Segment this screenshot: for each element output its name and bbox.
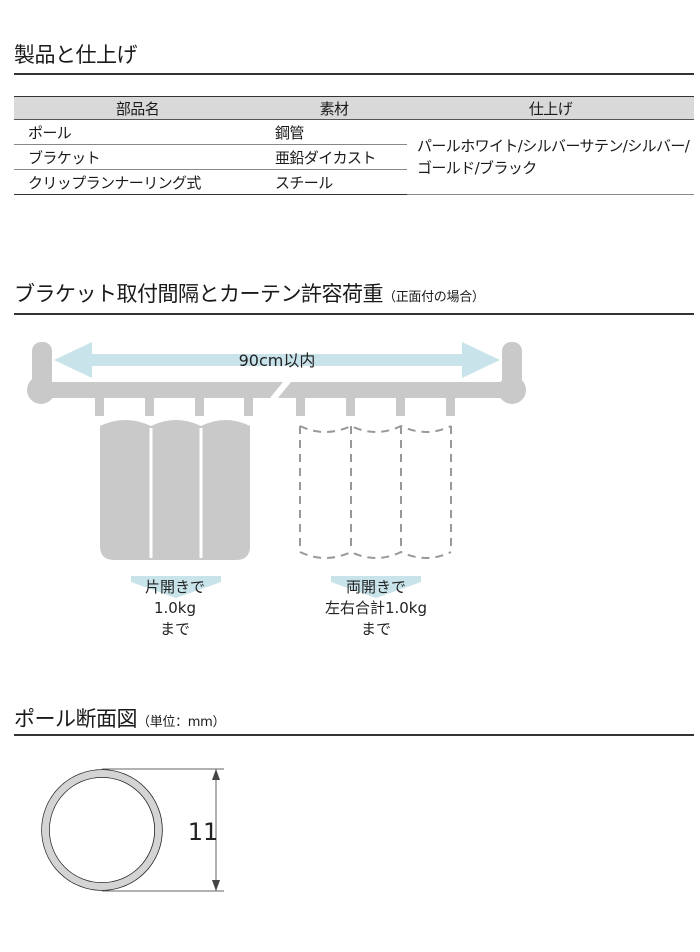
cell-finish: パールホワイト/シルバーサテン/シルバー/ゴールド/ブラック <box>407 119 694 195</box>
table-row: ブラケット 亜鉛ダイカスト <box>14 144 694 170</box>
diameter-value: 11 <box>188 818 219 846</box>
section-divider-2 <box>14 313 694 315</box>
table-row: クリップランナーリング式 スチール <box>14 169 694 195</box>
ring-hook <box>195 398 204 416</box>
pole-inner-circle <box>48 776 156 884</box>
spec-table-header: 部品名 素材 仕上げ <box>14 96 694 120</box>
section-title-products-text: 製品と仕上げ <box>14 43 138 67</box>
cell-material: 亜鉛ダイカスト <box>261 144 407 170</box>
pole-cross-section: 11 <box>41 768 224 892</box>
section-divider-1 <box>14 73 694 75</box>
ring-hook <box>346 398 355 416</box>
section-subtitle-cross-section: （単位：mm） <box>137 715 226 730</box>
section-subtitle-bracket: （正面付の場合） <box>383 290 485 305</box>
ring-hook <box>244 398 253 416</box>
cell-part: ポール <box>14 119 261 145</box>
cell-part: クリップランナーリング式 <box>14 169 261 195</box>
bracket-diagram: 90cm以内 片開きで 1.0kg まで 両開きで 左右合計1.0kg まで <box>27 342 526 638</box>
ring-hook <box>296 398 305 416</box>
right-caption-line3: まで <box>361 620 391 638</box>
left-down-arrow <box>131 576 221 598</box>
cell-material: 鋼管 <box>261 119 407 145</box>
ring-hook <box>446 398 455 416</box>
header-material: 素材 <box>261 96 407 120</box>
ring-hook <box>95 398 104 416</box>
dimension-arrow-top <box>212 769 220 780</box>
header-part: 部品名 <box>14 96 261 120</box>
header-finish: 仕上げ <box>407 96 694 120</box>
section-title-cross-section-text: ポール断面図 <box>14 707 138 731</box>
section-title-bracket-text: ブラケット取付間隔とカーテン許容荷重 <box>14 282 384 306</box>
section-title-cross-section: ポール断面図（単位：mm） <box>14 706 226 736</box>
cell-part: ブラケット <box>14 144 261 170</box>
section-title-bracket: ブラケット取付間隔とカーテン許容荷重（正面付の場合） <box>14 281 485 311</box>
right-curtain <box>299 424 452 559</box>
right-caption-line2: 左右合計1.0kg <box>325 599 427 617</box>
ring-hook <box>396 398 405 416</box>
left-caption-line2: 1.0kg <box>154 599 196 617</box>
right-down-arrow <box>331 576 421 598</box>
pole-wall <box>41 770 162 890</box>
left-curtain <box>100 420 250 560</box>
span-label: 90cm以内 <box>239 351 316 370</box>
pole-left <box>36 382 283 398</box>
ring-hook <box>145 398 154 416</box>
section-title-products: 製品と仕上げ <box>14 42 138 68</box>
section-divider-3 <box>14 734 694 736</box>
cell-material: スチール <box>261 169 407 195</box>
left-caption-line3: まで <box>160 620 190 638</box>
pole-right <box>278 382 520 398</box>
right-caption-line1: 両開きで <box>346 578 406 596</box>
spec-table: 部品名 素材 仕上げ ポール 鋼管 パールホワイト/シルバーサテン/シルバー/ゴ… <box>14 96 694 195</box>
dimension-arrow-bottom <box>212 880 220 891</box>
span-arrow <box>54 342 500 378</box>
left-caption-line1: 片開きで <box>145 578 205 596</box>
table-row: ポール 鋼管 パールホワイト/シルバーサテン/シルバー/ゴールド/ブラック <box>14 119 694 195</box>
